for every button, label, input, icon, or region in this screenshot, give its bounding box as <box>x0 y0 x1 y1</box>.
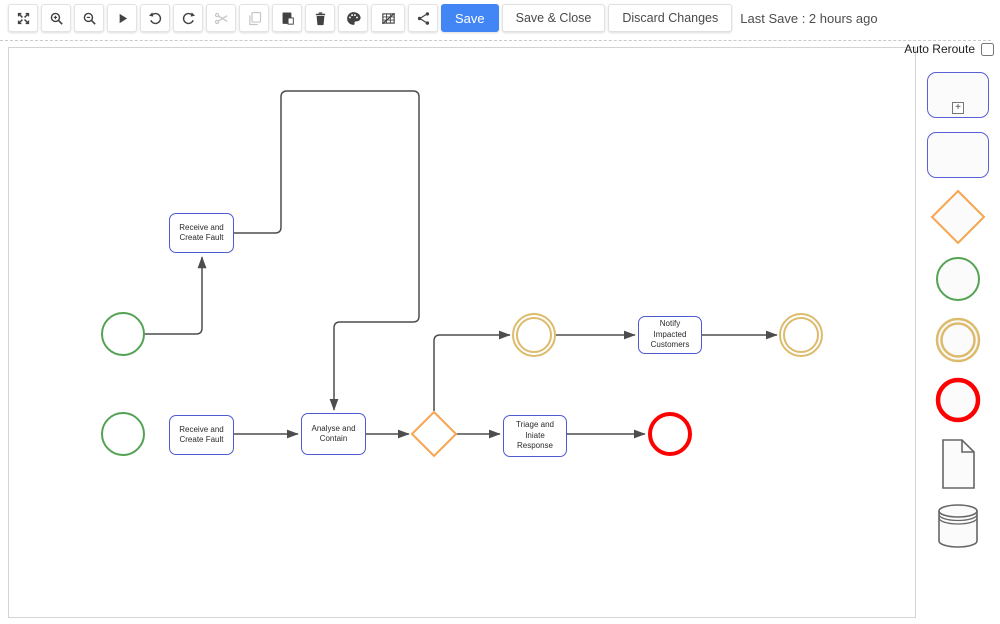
connector-loop-task-top-to-analyse[interactable] <box>234 90 420 411</box>
paste-icon <box>282 11 294 25</box>
diagram-layer <box>101 90 823 458</box>
zoom-out-button[interactable] <box>74 4 104 32</box>
gateway-node[interactable] <box>410 410 458 458</box>
palette-end-event[interactable] <box>934 376 982 424</box>
cut-button <box>206 4 236 32</box>
cut-icon <box>214 12 228 24</box>
auto-reroute-row: Auto Reroute <box>904 42 998 56</box>
page-break-line <box>0 40 991 41</box>
task-node-triage-response[interactable]: Triage and Iniate Response <box>503 415 567 457</box>
play-button[interactable] <box>107 4 137 32</box>
intermediate-event-node-1[interactable] <box>512 313 556 357</box>
task-node-analyse-and-contain[interactable]: Analyse and Contain <box>301 413 366 455</box>
zoom-out-icon <box>83 12 96 25</box>
task-node-receive-create-fault-bottom[interactable]: Receive and Create Fault <box>169 415 234 455</box>
connector-gateway-to-intermediate1[interactable] <box>433 330 511 411</box>
play-icon <box>119 13 127 23</box>
start-event-node-bottom[interactable] <box>101 412 145 456</box>
save-button[interactable]: Save <box>441 4 499 32</box>
palette-start-event[interactable] <box>934 255 982 303</box>
palette-gateway[interactable] <box>929 188 987 246</box>
discard-changes-button[interactable]: Discard Changes <box>608 4 733 32</box>
copy-icon <box>248 11 261 25</box>
auto-reroute-checkbox[interactable] <box>981 42 994 56</box>
share-button[interactable] <box>408 4 438 32</box>
copy-button <box>239 4 269 32</box>
share-icon <box>417 11 429 25</box>
auto-reroute-label: Auto Reroute <box>904 42 975 56</box>
delete-button[interactable] <box>305 4 335 32</box>
paste-button[interactable] <box>272 4 302 32</box>
palette-subprocess[interactable]: + <box>927 72 989 118</box>
palette-intermediate-event[interactable] <box>934 316 982 364</box>
zoom-in-icon <box>50 12 63 25</box>
toolbar: Save Save & Close Discard Changes Last S… <box>8 4 878 32</box>
palette-icon <box>346 11 361 25</box>
diagram-canvas[interactable]: Receive and Create Fault Receive and Cre… <box>8 47 916 618</box>
plus-icon: + <box>952 102 964 114</box>
end-event-node[interactable] <box>648 412 692 456</box>
delete-icon <box>315 11 325 25</box>
start-event-node-top[interactable] <box>101 312 145 356</box>
grid-off-icon <box>381 12 395 24</box>
task-node-notify-customers[interactable]: Notify Impacted Customers <box>638 316 702 354</box>
redo-button[interactable] <box>173 4 203 32</box>
last-save-status: Last Save : 2 hours ago <box>740 10 878 26</box>
task-node-receive-create-fault-top[interactable]: Receive and Create Fault <box>169 213 234 253</box>
shape-palette-sidebar: Auto Reroute + <box>904 42 998 550</box>
connector-start-to-task-top[interactable] <box>144 256 207 335</box>
intermediate-event-node-2[interactable] <box>779 313 823 357</box>
zoom-in-button[interactable] <box>41 4 71 32</box>
toggle-grid-button[interactable] <box>371 4 405 32</box>
undo-button[interactable] <box>140 4 170 32</box>
palette-task[interactable] <box>927 132 989 178</box>
style-palette-button[interactable] <box>338 4 368 32</box>
undo-icon <box>148 11 161 24</box>
fit-to-screen-button[interactable] <box>8 4 38 32</box>
palette-document[interactable] <box>938 438 978 490</box>
redo-icon <box>182 11 195 24</box>
save-and-close-button[interactable]: Save & Close <box>501 4 606 32</box>
palette-datastore[interactable] <box>936 502 980 550</box>
fit-to-screen-icon <box>17 12 29 24</box>
